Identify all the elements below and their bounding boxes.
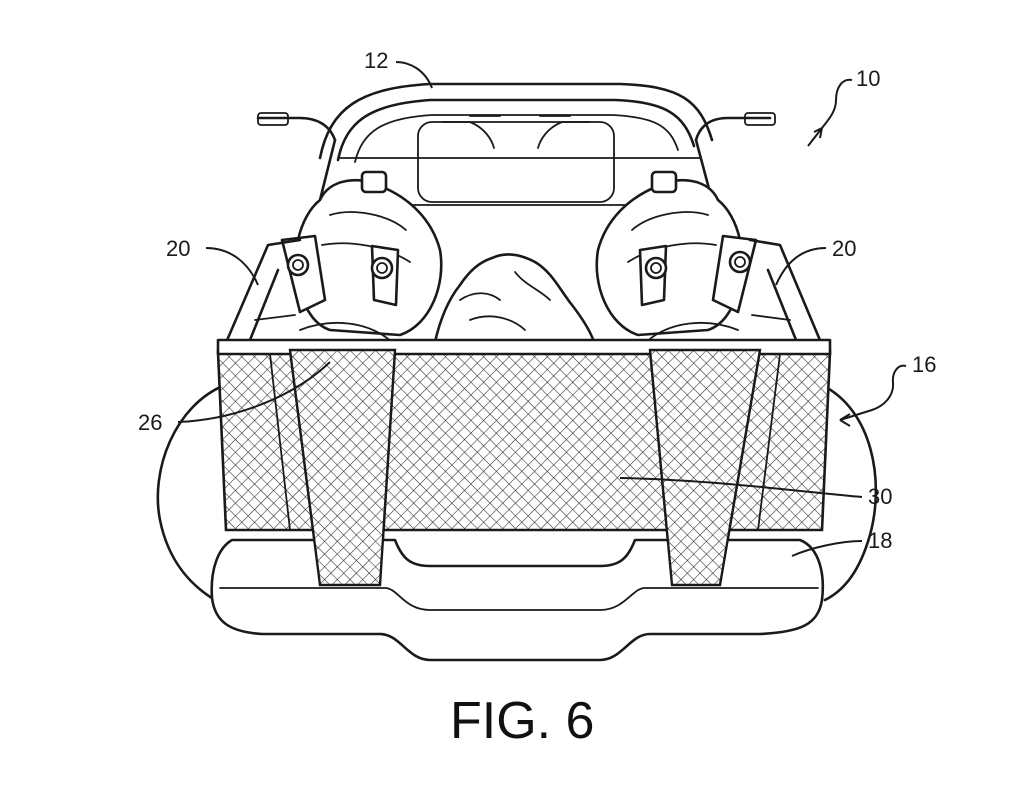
ref-label-side-wall-left: 20 (166, 236, 190, 261)
ref-label-vehicle: 10 (856, 66, 880, 91)
ref-label-net-frame: 26 (138, 410, 162, 435)
cargo-bag (435, 255, 594, 342)
ref-label-net: 30 (868, 484, 892, 509)
ref-label-roll-bar: 12 (364, 48, 388, 73)
ref-label-cargo-bed: 16 (912, 352, 936, 377)
figure-caption: FIG. 6 (450, 692, 594, 750)
ref-label-side-wall-right: 20 (832, 236, 856, 261)
ref-label-bumper: 18 (868, 528, 892, 553)
motorcycle-right (597, 172, 756, 345)
motorcycle-left (282, 172, 441, 345)
